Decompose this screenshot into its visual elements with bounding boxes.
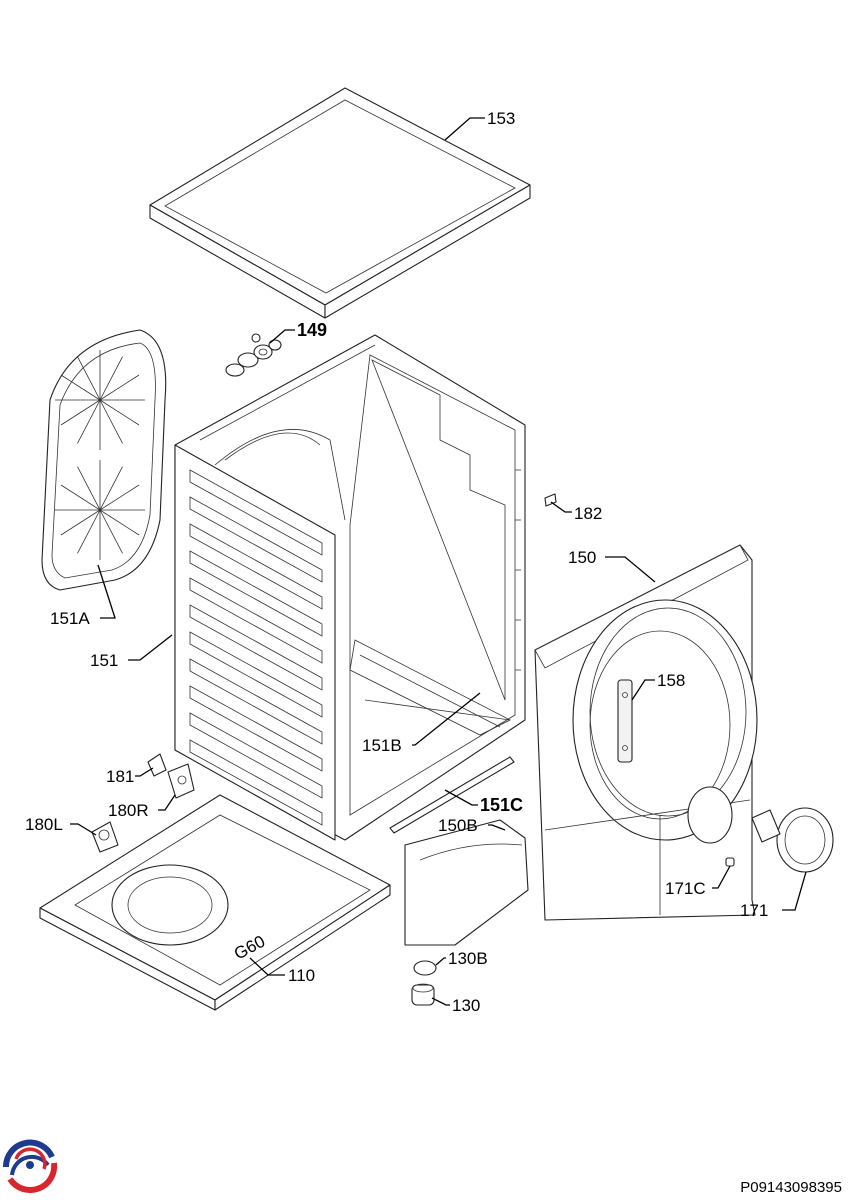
panel-rib	[189, 577, 323, 664]
callout-110: 110	[288, 966, 315, 985]
callout-181: 181	[106, 767, 134, 786]
panel-spoke	[99, 509, 140, 536]
panel-rib	[189, 739, 323, 826]
callout-130: 130	[452, 996, 480, 1015]
callout-151: 151	[90, 651, 118, 670]
callout-153: 153	[487, 109, 515, 128]
panel-spoke	[77, 509, 101, 554]
callout-151c: 151C	[480, 795, 523, 815]
part-damper-cap	[413, 960, 437, 976]
callout-182: 182	[574, 504, 602, 523]
part-pump-cover	[751, 807, 834, 873]
callout-149: 149	[297, 320, 327, 340]
panel-rib	[189, 685, 323, 772]
panel-spoke	[99, 466, 123, 511]
panel-spoke	[99, 399, 123, 444]
part-damper	[411, 983, 435, 1006]
callout-150: 150	[568, 548, 596, 567]
part-foot-181	[147, 753, 167, 777]
leader-lines	[70, 117, 807, 1006]
panel-rib	[189, 712, 323, 799]
callout-180r: 180R	[108, 801, 149, 820]
callout-130b: 130B	[448, 949, 488, 968]
panel-spoke	[99, 356, 123, 401]
part-plinth	[404, 819, 529, 946]
panel-spoke	[60, 484, 101, 511]
part-base-tray: G60	[39, 794, 391, 1011]
panel-spoke	[99, 484, 140, 511]
part-foot-180l	[91, 821, 119, 853]
panel-spoke	[77, 399, 101, 444]
panel-rib	[189, 469, 323, 556]
panel-spoke	[60, 399, 101, 426]
panel-rib	[189, 658, 323, 745]
panel-rib	[189, 550, 323, 637]
part-side-panel	[174, 444, 336, 841]
document-code: P09143098395	[740, 1179, 842, 1196]
part-rear-panel	[41, 329, 167, 591]
part-base-strip	[389, 756, 515, 834]
panel-rib	[189, 496, 323, 583]
part-door-hinge	[617, 679, 633, 763]
part-top-cover	[149, 87, 531, 319]
panel-spoke	[60, 509, 101, 536]
panel-rib	[189, 631, 323, 718]
callout-151a: 151A	[50, 609, 90, 628]
panel-spoke	[77, 356, 101, 401]
brand-swirl-logo	[2, 1139, 58, 1194]
callout-171c: 171C	[665, 879, 706, 898]
callout-180l: 180L	[25, 815, 63, 834]
callout-151b: 151B	[362, 736, 402, 755]
panel-spoke	[99, 509, 123, 554]
callout-150b: 150B	[438, 816, 478, 835]
part-front-panel	[534, 544, 758, 921]
panel-spoke	[99, 399, 140, 426]
callout-158: 158	[657, 671, 685, 690]
panel-rib	[189, 523, 323, 610]
panel-spoke	[77, 466, 101, 511]
panel-spoke	[99, 374, 140, 401]
panel-rib	[189, 604, 323, 691]
callout-171: 171	[740, 901, 768, 920]
part-bearing-set	[225, 333, 282, 377]
part-foot-180r	[167, 763, 195, 799]
part-pump-pin	[725, 857, 735, 867]
panel-spoke	[60, 374, 101, 401]
